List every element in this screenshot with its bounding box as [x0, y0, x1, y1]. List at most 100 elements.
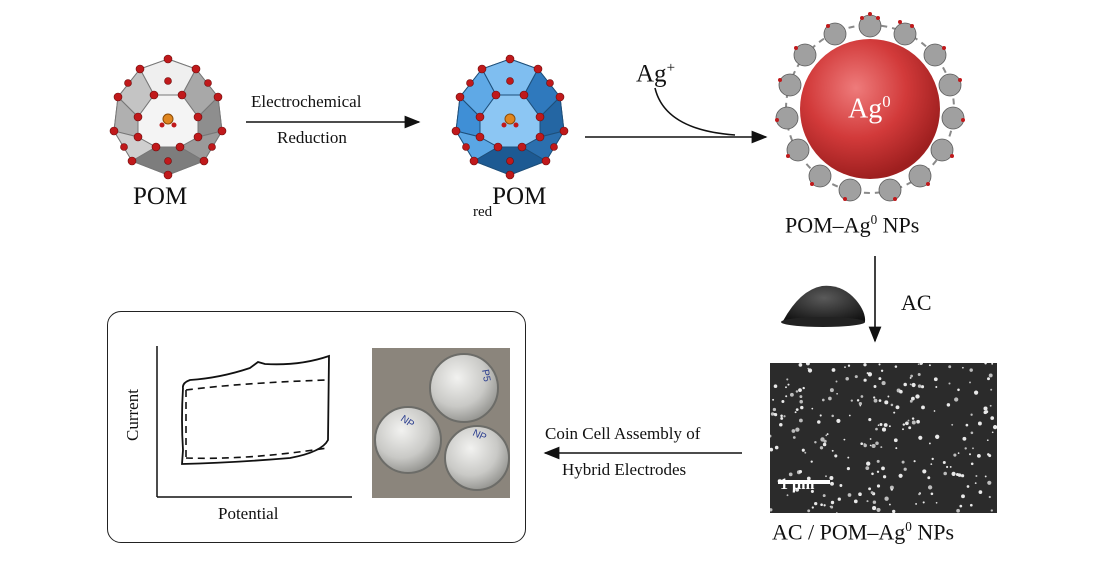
- sem-particle: [858, 401, 863, 406]
- sem-particle: [795, 487, 800, 492]
- sem-particle: [871, 472, 874, 476]
- sem-particle: [860, 395, 864, 398]
- sem-particle: [865, 466, 870, 470]
- sem-particle: [959, 504, 963, 508]
- sem-particle: [785, 386, 787, 389]
- sem-particle: [772, 407, 777, 412]
- sem-particle: [911, 396, 915, 401]
- sem-particle: [988, 373, 993, 378]
- sem-particle: [785, 395, 788, 398]
- sem-particle: [992, 424, 997, 430]
- sem-particle: [848, 414, 851, 417]
- sem-particle: [798, 388, 802, 392]
- sem-particle: [894, 365, 898, 368]
- sem-particle: [798, 363, 803, 367]
- sem-particle: [831, 449, 834, 452]
- sem-particle: [876, 507, 881, 512]
- pom-ag-np-tail: NPs: [877, 212, 920, 238]
- sem-particle: [991, 363, 994, 365]
- sem-particle: [970, 431, 974, 435]
- scale-bar: [778, 480, 830, 484]
- sem-particle: [877, 424, 880, 427]
- sem-particle: [791, 429, 796, 433]
- ag-ion-charge: +: [666, 60, 676, 76]
- sem-particle: [863, 363, 867, 367]
- sem-particle: [794, 411, 797, 414]
- pom-structure-blue: [451, 54, 569, 180]
- sem-particle: [847, 493, 852, 497]
- sem-particle: [866, 372, 869, 375]
- sem-particle: [882, 475, 887, 479]
- sem-particle: [961, 494, 965, 499]
- sem-particle: [899, 389, 903, 394]
- sem-particle: [800, 405, 804, 410]
- sem-particle: [820, 503, 823, 506]
- device-panel: [107, 311, 526, 543]
- sem-particle: [788, 472, 793, 477]
- sem-particle: [802, 386, 805, 390]
- sem-particle: [969, 503, 973, 507]
- sem-particle: [969, 368, 973, 372]
- sem-particle: [902, 428, 904, 431]
- sem-particle: [898, 473, 903, 478]
- sem-particle: [780, 414, 783, 418]
- sem-particle: [779, 423, 783, 427]
- coin-cell-line2: Hybrid Electrodes: [562, 460, 687, 479]
- sem-particle: [907, 419, 910, 422]
- sem-particle: [908, 426, 912, 430]
- sem-particle: [850, 399, 853, 402]
- sem-particle: [863, 378, 867, 382]
- sem-particle: [917, 384, 922, 388]
- sem-particle: [986, 439, 989, 442]
- sem-particle: [828, 396, 832, 401]
- coin-cells: NP NP P5: [374, 353, 510, 491]
- sem-particle: [935, 434, 940, 439]
- coin-cell-photo: NP NP P5: [372, 348, 510, 498]
- sem-particle: [866, 461, 871, 466]
- sem-particle: [817, 420, 821, 424]
- sem-particle: [858, 492, 862, 497]
- sem-particle: [983, 410, 988, 415]
- sem-particle: [927, 485, 933, 490]
- sem-particle: [819, 446, 824, 450]
- sem-particle: [876, 484, 881, 488]
- sem-particle: [866, 500, 869, 503]
- sem-particle: [927, 476, 931, 480]
- composite-label: AC / POM–Ag0 NPs: [772, 519, 954, 545]
- sem-particle: [773, 384, 778, 388]
- sem-particle: [903, 467, 907, 471]
- sem-particle: [787, 383, 790, 386]
- sem-particle: [951, 423, 954, 426]
- sem-micrograph: 1 μm: [770, 363, 997, 513]
- sem-particle: [935, 386, 938, 388]
- pom-structure-gray: [109, 54, 227, 180]
- scale-bar-label: 1 μm: [780, 476, 815, 493]
- cv-plot: [156, 346, 352, 498]
- sem-particle: [884, 400, 889, 405]
- sem-particle: [983, 406, 988, 411]
- ag0-sphere-text: Ag: [848, 93, 883, 125]
- sem-particle: [867, 372, 873, 377]
- sem-particle: [954, 397, 959, 402]
- sem-particle: [890, 488, 893, 491]
- sem-particle: [836, 392, 838, 395]
- sem-particle: [772, 398, 775, 401]
- arrow-ag-ion-curve: [654, 87, 736, 136]
- composite-sup: 0: [905, 519, 912, 534]
- coin-mark-top: P5: [479, 369, 492, 383]
- sem-particle: [881, 466, 885, 471]
- sem-particle: [810, 460, 813, 463]
- sem-particle: [830, 505, 834, 509]
- coin-mark-right: NP: [471, 428, 489, 444]
- sem-particle: [969, 381, 971, 384]
- sem-particle: [821, 398, 825, 402]
- composite-tail: NPs: [911, 519, 955, 545]
- sem-particle: [973, 390, 979, 395]
- composite-main: AC / POM–Ag: [772, 519, 906, 545]
- sem-particle: [875, 427, 878, 431]
- sem-particle: [835, 511, 838, 513]
- sem-particle: [876, 470, 880, 473]
- ag-ion-label: Ag+: [636, 60, 675, 88]
- sem-particle: [933, 377, 938, 382]
